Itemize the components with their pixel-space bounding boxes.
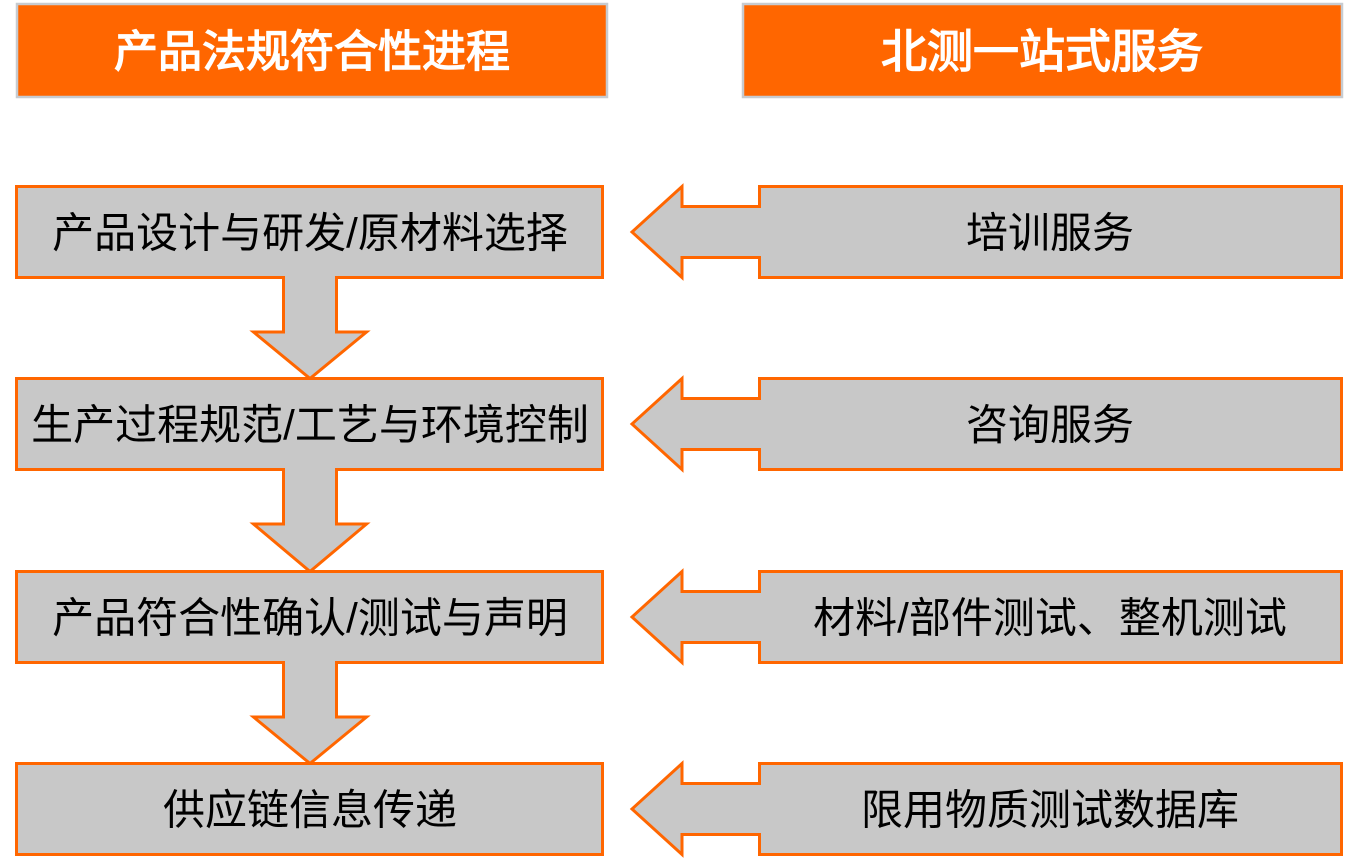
service-label-1: 培训服务 — [966, 210, 1134, 257]
service-column-header-box — [741, 2, 1344, 99]
step-box-with-down-arrow-2 — [15, 377, 604, 574]
step-box-4 — [15, 762, 604, 856]
step-box-with-down-arrow-3 — [15, 570, 604, 766]
service-box-with-left-arrow-3 — [629, 568, 1343, 666]
service-column-header-label: 北测一站式服务 — [881, 27, 1203, 78]
step-label-2: 生产过程规范/工艺与环境控制 — [31, 402, 589, 449]
service-box-with-left-arrow-2 — [629, 375, 1343, 473]
step-box-with-down-arrow-1 — [15, 185, 604, 381]
service-label-4: 限用物质测试数据库 — [861, 787, 1239, 834]
step-label-3: 产品符合性确认/测试与声明 — [52, 595, 568, 642]
process-column-header-box — [15, 2, 609, 99]
service-box-with-left-arrow-4 — [629, 760, 1343, 858]
step-label-4: 供应链信息传递 — [163, 787, 457, 834]
service-box-with-left-arrow-1 — [629, 183, 1343, 281]
process-column-header-label: 产品法规符合性进程 — [114, 28, 510, 77]
service-label-3: 材料/部件测试、整机测试 — [813, 595, 1287, 642]
service-label-2: 咨询服务 — [966, 402, 1134, 449]
step-label-1: 产品设计与研发/原材料选择 — [52, 210, 568, 257]
